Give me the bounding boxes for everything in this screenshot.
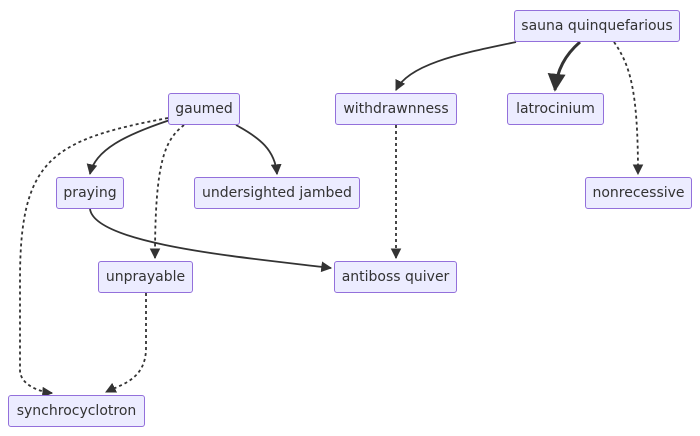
edges-layer xyxy=(19,40,644,398)
edge-gaumed-to-praying xyxy=(86,119,171,176)
node-sauna[interactable]: sauna quinquefarious xyxy=(514,10,680,42)
node-nonrecessive[interactable]: nonrecessive xyxy=(585,177,692,209)
edge-sauna-to-withdrawnness xyxy=(395,41,517,91)
node-gaumed[interactable]: gaumed xyxy=(168,93,240,125)
edge-praying-to-antiboss xyxy=(89,208,333,273)
edge-gaumed-to-unprayable xyxy=(149,124,185,260)
node-withdrawnness[interactable]: withdrawnness xyxy=(335,93,457,125)
node-unprayable[interactable]: unprayable xyxy=(98,261,193,293)
node-praying[interactable]: praying xyxy=(56,177,124,209)
node-undersighted[interactable]: undersighted jambed xyxy=(194,177,360,209)
node-antiboss[interactable]: antiboss quiver xyxy=(334,261,457,293)
edge-unprayable-to-synchro xyxy=(105,293,147,393)
edge-sauna-to-nonrecessive xyxy=(613,41,644,176)
node-synchro[interactable]: synchrocyclotron xyxy=(8,395,145,427)
edge-gaumed-to-undersighted xyxy=(235,124,282,176)
edge-gaumed-to-synchro xyxy=(19,117,169,398)
edge-sauna-to-latrocinium xyxy=(547,40,581,92)
node-latrocinium[interactable]: latrocinium xyxy=(507,93,604,125)
